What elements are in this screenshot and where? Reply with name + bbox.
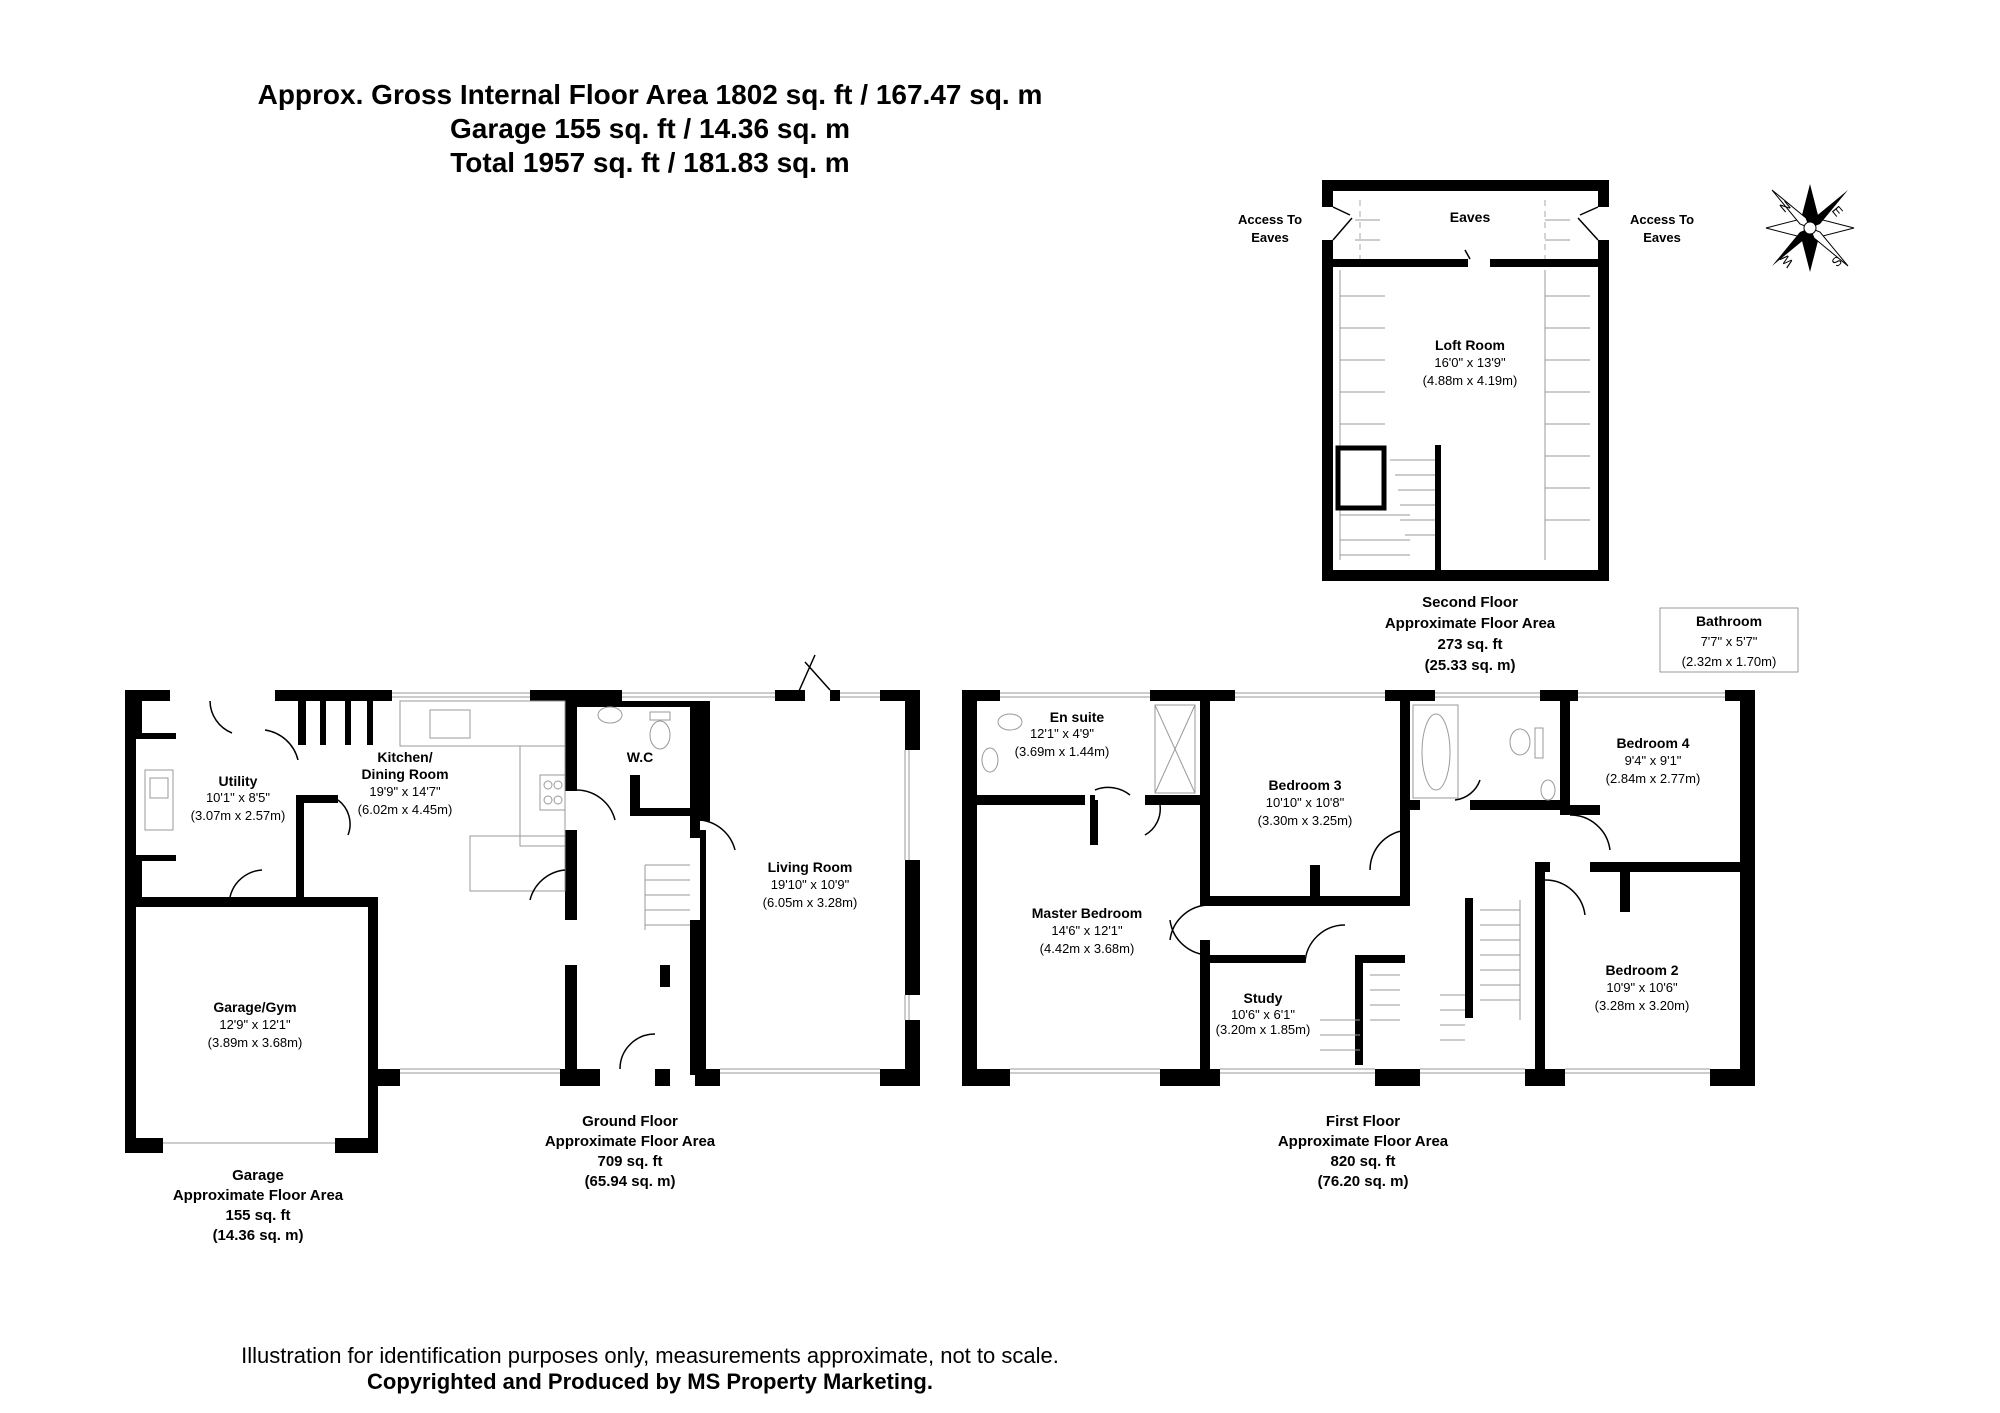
second-floor-caption-4: (25.33 sq. m) xyxy=(1425,657,1516,674)
bedroom-3-name: Bedroom 3 xyxy=(1268,777,1341,793)
bedroom-4-imperial: 9'4" x 9'1" xyxy=(1625,753,1682,768)
copyright-text: Copyrighted and Produced by MS Property … xyxy=(0,1369,1300,1395)
en-suite-metric: (3.69m x 1.44m) xyxy=(1015,744,1110,759)
compass-s: S xyxy=(1828,253,1845,270)
bedroom-3-metric: (3.30m x 3.25m) xyxy=(1258,813,1353,828)
ground-floor-caption-4: (65.94 sq. m) xyxy=(585,1173,676,1190)
garage-caption-2: Approximate Floor Area xyxy=(173,1187,344,1204)
master-bedroom-metric: (4.42m x 3.68m) xyxy=(1040,941,1135,956)
garage-caption-4: (14.36 sq. m) xyxy=(213,1227,304,1244)
second-floor-caption-1: Second Floor xyxy=(1422,594,1518,611)
bedroom-4-metric: (2.84m x 2.77m) xyxy=(1606,771,1701,786)
compass-w: W xyxy=(1776,251,1796,271)
living-room-name: Living Room xyxy=(768,859,853,875)
bedroom-4-name: Bedroom 4 xyxy=(1616,735,1689,751)
garage-caption-3: 155 sq. ft xyxy=(225,1207,290,1224)
utility-metric: (3.07m x 2.57m) xyxy=(191,808,286,823)
study-name: Study xyxy=(1244,990,1283,1006)
garage-gym-name: Garage/Gym xyxy=(213,999,296,1015)
disclaimer-text: Illustration for identification purposes… xyxy=(241,1343,1059,1368)
first-floor-caption-2: Approximate Floor Area xyxy=(1278,1133,1449,1150)
bathroom-name: Bathroom xyxy=(1696,613,1762,629)
bathroom-imperial: 7'7" x 5'7" xyxy=(1701,634,1758,649)
garage-caption-1: Garage xyxy=(232,1167,284,1184)
study-imperial: 10'6" x 6'1" xyxy=(1231,1007,1295,1022)
bedroom-2-imperial: 10'9" x 10'6" xyxy=(1606,980,1678,995)
second-floor-caption-2: Approximate Floor Area xyxy=(1385,615,1556,632)
garage-gym-imperial: 12'9" x 12'1" xyxy=(219,1017,291,1032)
utility-name: Utility xyxy=(219,773,258,789)
access-eaves-left-2: Eaves xyxy=(1251,230,1289,245)
study-metric: (3.20m x 1.85m) xyxy=(1216,1022,1311,1037)
kitchen-name-1: Kitchen/ xyxy=(377,749,432,765)
garage-gym-metric: (3.89m x 3.68m) xyxy=(208,1035,303,1050)
compass-rose-icon: N E S W xyxy=(1765,184,1855,272)
bedroom-2-name: Bedroom 2 xyxy=(1605,962,1678,978)
area-title-line-3: Total 1957 sq. ft / 181.83 sq. m xyxy=(450,147,850,178)
ground-floor-caption-2: Approximate Floor Area xyxy=(545,1133,716,1150)
second-floor-plan: Access To Eaves Access To Eaves Eaves Lo… xyxy=(1238,180,1694,674)
bathroom-metric: (2.32m x 1.70m) xyxy=(1682,654,1777,669)
ground-floor-caption-3: 709 sq. ft xyxy=(597,1153,662,1170)
area-title-line-2: Garage 155 sq. ft / 14.36 sq. m xyxy=(450,113,850,144)
bedroom-3-imperial: 10'10" x 10'8" xyxy=(1266,795,1345,810)
first-floor-caption-3: 820 sq. ft xyxy=(1330,1153,1395,1170)
first-floor-caption-1: First Floor xyxy=(1326,1113,1400,1130)
master-bedroom-name: Master Bedroom xyxy=(1032,905,1142,921)
living-room-imperial: 19'10" x 10'9" xyxy=(771,877,850,892)
second-floor-caption-3: 273 sq. ft xyxy=(1437,636,1502,653)
living-room-metric: (6.05m x 3.28m) xyxy=(763,895,858,910)
loft-room-name: Loft Room xyxy=(1435,337,1505,353)
bathroom-label-box: Bathroom 7'7" x 5'7" (2.32m x 1.70m) xyxy=(1659,607,1799,673)
ground-floor-caption-1: Ground Floor xyxy=(582,1113,678,1130)
access-eaves-right-2: Eaves xyxy=(1643,230,1681,245)
eaves-label: Eaves xyxy=(1450,209,1491,225)
kitchen-name-2: Dining Room xyxy=(361,766,448,782)
access-eaves-right-1: Access To xyxy=(1630,212,1694,227)
copyright-bold: Copyrighted and Produced by MS Property … xyxy=(367,1369,933,1394)
ground-floor-plan: Utility 10'1" x 8'5" (3.07m x 2.57m) Kit… xyxy=(125,654,920,1244)
first-floor-caption-4: (76.20 sq. m) xyxy=(1318,1173,1409,1190)
en-suite-imperial: 12'1" x 4'9" xyxy=(1030,726,1094,741)
loft-room-imperial: 16'0" x 13'9" xyxy=(1434,355,1506,370)
loft-room-metric: (4.88m x 4.19m) xyxy=(1423,373,1518,388)
first-floor-plan: En suite 12'1" x 4'9" (3.69m x 1.44m) Be… xyxy=(962,690,1755,1190)
wc-name: W.C xyxy=(627,749,653,765)
master-bedroom-imperial: 14'6" x 12'1" xyxy=(1051,923,1123,938)
bedroom-2-metric: (3.28m x 3.20m) xyxy=(1595,998,1690,1013)
kitchen-metric: (6.02m x 4.45m) xyxy=(358,802,453,817)
kitchen-imperial: 19'9" x 14'7" xyxy=(369,784,441,799)
access-eaves-left-1: Access To xyxy=(1238,212,1302,227)
area-title-line-1: Approx. Gross Internal Floor Area 1802 s… xyxy=(257,79,1043,110)
utility-imperial: 10'1" x 8'5" xyxy=(206,790,270,805)
en-suite-name: En suite xyxy=(1050,709,1105,725)
